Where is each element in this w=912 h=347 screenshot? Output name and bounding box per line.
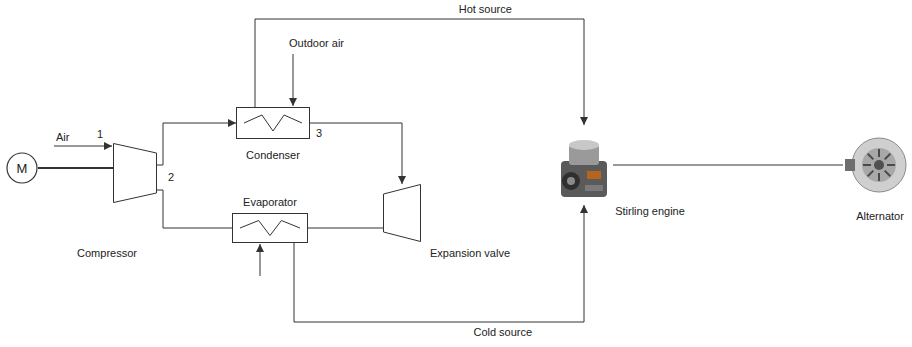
air-inlet-arrow [54, 146, 112, 147]
component-label: Stirling engine [615, 205, 685, 218]
evaporator-inlet-arrow [260, 244, 261, 276]
pipe-line [294, 205, 584, 322]
alternator: Alternator [843, 132, 907, 198]
pipe-line [310, 123, 402, 184]
state-number: 1 [97, 128, 103, 141]
motor-symbol-letter: M [6, 152, 38, 184]
motor-circle: M [6, 152, 38, 184]
pipe-line [157, 190, 232, 228]
evaporator-box-outline [232, 213, 308, 243]
alternator-outline [843, 132, 907, 198]
drive-shaft [38, 167, 113, 169]
edge-label: Cold source [471, 326, 534, 339]
compressor-symbol: Compressor [113, 143, 157, 203]
stirling-engine: Stirling engine [555, 125, 613, 205]
component-label: Alternator [856, 210, 904, 223]
flow-label: Outdoor air [289, 37, 344, 50]
pipe-line [308, 228, 383, 229]
expansion-valve-symbol-outline [383, 184, 421, 242]
component-label: Compressor [77, 247, 137, 260]
stirling-engine-outline [555, 125, 613, 205]
component-label: Evaporator [243, 196, 297, 209]
compressor-symbol-outline [113, 143, 157, 203]
drive-shaft [613, 165, 843, 166]
component-label: Expansion valve [430, 247, 510, 260]
condenser-box-outline [236, 107, 310, 139]
state-number: 3 [316, 127, 322, 140]
expansion-valve-symbol: Expansion valve [383, 184, 421, 242]
outdoor-air-arrow [293, 54, 294, 106]
evaporator-box: Evaporator [232, 213, 308, 243]
state-number: 2 [168, 171, 174, 184]
edge-label: Hot source [457, 3, 514, 16]
component-label: Condenser [246, 149, 300, 162]
condenser-box: Condenser [236, 107, 310, 139]
flow-label: Air [56, 131, 69, 144]
pipe-line [157, 123, 236, 165]
